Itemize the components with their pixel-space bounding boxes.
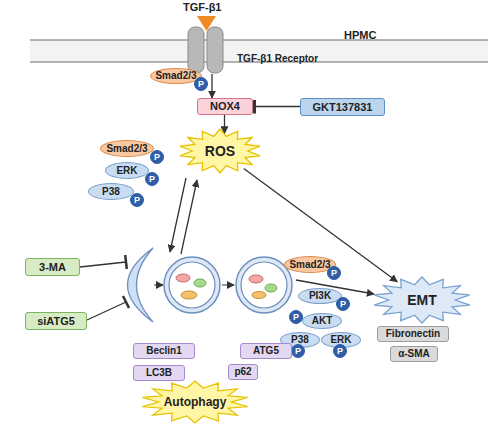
cargo (194, 279, 206, 287)
node-text: AKT (312, 316, 333, 326)
cargo (265, 284, 277, 292)
membrane-line (30, 39, 488, 41)
marker-box: α-SMA (390, 346, 438, 362)
arrow-connector (244, 169, 398, 282)
cargo (176, 274, 190, 282)
node-text: p62 (234, 367, 251, 377)
star-shape (142, 381, 247, 423)
star-shape (374, 277, 470, 323)
node-text: PI3K (309, 291, 331, 301)
node-text: ATG5 (253, 346, 279, 356)
marker-box: Fibronectin (377, 326, 449, 342)
node-text: P38 (102, 187, 120, 197)
node-text: P (198, 80, 204, 89)
receptor-subunit (188, 27, 204, 73)
inhibitor-box: 3-MA (25, 258, 80, 276)
node-text: P (149, 175, 155, 184)
phospho-circle: P (336, 297, 350, 311)
inhibition-connector (253, 106, 300, 107)
marker-box: ATG5 (240, 343, 292, 359)
autophagy-ros-arrow (181, 180, 197, 254)
node-text: P (331, 269, 337, 278)
phospho-circle: P (150, 150, 164, 164)
burst-star: Autophagy (140, 380, 250, 424)
node-text: α-SMA (398, 349, 430, 359)
node-text: P (340, 300, 346, 309)
maturation-arrow (222, 284, 234, 286)
node-text: ROS (205, 144, 235, 158)
arrow-connector (224, 115, 225, 134)
ligand-label: TGF-β1 (183, 1, 222, 13)
node-text: Smad2/3 (289, 260, 330, 270)
marker-box: Beclin1 (133, 343, 195, 359)
inhibitor-box: GKT137831 (300, 98, 385, 116)
cell-type-label: HPMC (344, 29, 376, 41)
node-text: Smad2/3 (155, 71, 196, 81)
phospho-circle: P (130, 193, 144, 207)
phospho-circle: P (291, 344, 305, 358)
node-text: P38 (291, 335, 309, 345)
maturation-arrow (154, 284, 163, 286)
node-text: Autophagy (164, 396, 227, 408)
phospho-circle: P (333, 344, 347, 358)
protein-oval: P38 (88, 183, 134, 200)
autophagosome-inner (169, 262, 215, 308)
star-shape (180, 129, 260, 173)
inhibition-bar (125, 255, 127, 269)
receptor-outline (185, 26, 227, 74)
burst-star: ROS (178, 128, 262, 174)
autolysosome-inner (241, 262, 287, 308)
cargo (181, 291, 197, 299)
node-text: P (293, 313, 299, 322)
protein-oval: Smad2/3 (100, 140, 154, 157)
node-text: NOX4 (210, 101, 240, 112)
cargo (252, 292, 266, 299)
node-text: Beclin1 (146, 346, 182, 356)
arrow-connector (211, 74, 212, 98)
inhibitor-box: siATG5 (25, 312, 87, 330)
protein-oval: ERK (105, 162, 149, 179)
inhibition-bar (123, 296, 129, 308)
marker-box: p62 (228, 364, 258, 380)
enzyme-box: NOX4 (197, 98, 253, 115)
node-text: ERK (116, 166, 137, 176)
node-text: Fibronectin (386, 329, 440, 339)
node-text: 3-MA (39, 262, 66, 273)
node-text: Smad2/3 (106, 144, 147, 154)
node-text: ERK (330, 335, 351, 345)
phagophore (128, 248, 154, 322)
burst-star: EMT (372, 276, 472, 324)
inhibition-line (87, 302, 126, 320)
protein-oval: AKT (302, 313, 342, 329)
node-text: P (295, 347, 301, 356)
node-text: P (337, 347, 343, 356)
node-text: siATG5 (37, 316, 75, 327)
cargo (249, 275, 263, 283)
autophagosome (164, 257, 220, 313)
node-text: TGF-β1 Receptor (237, 54, 318, 64)
phospho-circle: P (289, 310, 303, 324)
marker-box: LC3B (133, 365, 185, 381)
inhibition-line (80, 262, 126, 267)
node-text: P (134, 196, 140, 205)
node-text: LC3B (146, 368, 172, 378)
node-text: P (154, 153, 160, 162)
receptor-subunit (207, 27, 223, 73)
node-text: EMT (407, 293, 437, 307)
phospho-circle: P (145, 172, 159, 186)
receptor: TGF-β1 Receptor (185, 26, 227, 74)
node-text: GKT137831 (313, 102, 373, 113)
